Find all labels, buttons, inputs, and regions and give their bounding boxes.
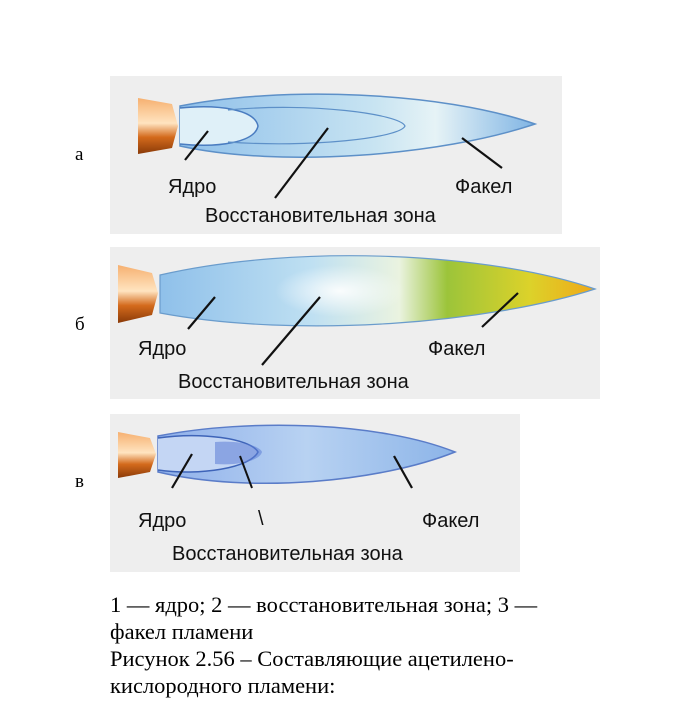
pointer-core [187,296,216,330]
label-zone-c: Восстановительная зона [172,543,403,565]
label-torch-c: Факел [422,510,480,532]
label-zone-mark-c: \ [258,508,264,530]
caption-line-3: Рисунок 2.56 – Составляющие ацетилено- [110,646,514,671]
label-torch-a: Факел [455,176,513,198]
pointer-torch [393,455,413,489]
flame-illustration-a [138,93,538,199]
flame-panel-b: Ядро Факел Восстановительная зона [110,247,600,399]
pointer-zone [274,127,329,199]
panel-letter-a: а [75,144,84,165]
label-core-c: Ядро [138,510,187,532]
flame-panel-a: Ядро Факел Восстановительная зона [110,76,562,234]
pointer-core [184,130,209,161]
label-torch-b: Факел [428,338,486,360]
nozzle [138,98,178,154]
pointer-torch [481,292,519,328]
pointer-torch [461,137,503,169]
label-zone-b: Восстановительная зона [178,371,409,393]
pointer-core [171,453,193,489]
panel-letter-b: б [75,314,85,335]
flame-illustration-c [118,424,458,489]
reduction-zone [215,441,262,465]
reduction-zone [227,106,406,145]
flame-body [179,93,538,158]
nozzle [118,432,156,478]
flame-panel-c: \ Ядро Факел Восстановительная зона [110,414,520,572]
label-core-b: Ядро [138,338,187,360]
label-zone-a: Восстановительная зона [205,205,436,227]
flame-illustration-b [118,255,597,366]
caption-line-1: 1 — ядро; 2 — восстановительная зона; 3 … [110,592,538,617]
panel-letter-c: в [75,471,84,492]
pointer-zone [261,296,321,366]
nozzle [118,265,158,323]
pointer-zone [239,455,253,489]
figure-caption: 1 — ядро; 2 — восстановительная зона; 3 … [110,591,670,699]
flame-core [179,106,259,146]
label-core-a: Ядро [168,176,217,198]
caption-line-4: кислородного пламени: [110,673,336,698]
caption-line-2: факел пламени [110,619,254,644]
